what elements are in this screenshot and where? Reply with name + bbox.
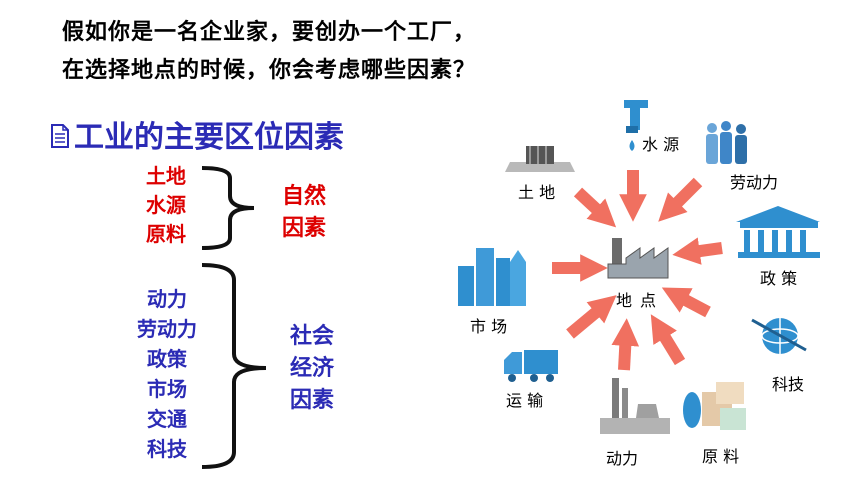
arrow-from-labor xyxy=(658,177,703,222)
question-line-2: 在选择地点的时候，你会考虑哪些因素？ xyxy=(62,58,477,83)
social-category-label: 社会 经济 因素 xyxy=(276,321,348,417)
converging-arrows xyxy=(552,170,723,371)
social-category-line: 经济 xyxy=(289,356,334,381)
natural-category-label: 自然 因素 xyxy=(272,181,336,245)
natural-brace-icon xyxy=(201,166,255,250)
tech-label: 科技 xyxy=(772,375,804,394)
water-tap-icon xyxy=(624,100,648,151)
social-brace-icon xyxy=(201,263,267,469)
government-building-icon xyxy=(736,206,820,258)
social-category-line: 因素 xyxy=(289,388,334,413)
question-line-1: 假如你是一名企业家，要创办一个工厂， xyxy=(62,20,477,45)
city-buildings-icon xyxy=(458,248,526,306)
center-label: 地点 xyxy=(616,291,656,310)
satellite-globe-icon xyxy=(751,318,807,354)
power-label: 动力 xyxy=(606,449,638,468)
document-icon xyxy=(50,121,70,156)
natural-factor-item: 原料 xyxy=(146,222,186,246)
arrow-from-power xyxy=(611,318,640,371)
power-plant-icon xyxy=(600,378,670,434)
natural-category-line: 自然 xyxy=(281,184,326,209)
social-factor-item: 动力 xyxy=(147,287,187,311)
policy-label: 政 策 xyxy=(760,269,797,288)
arrow-from-tech xyxy=(661,287,711,318)
natural-factor-item: 土地 xyxy=(146,164,186,188)
transport-label: 运 输 xyxy=(506,391,543,410)
social-factor-item: 政策 xyxy=(147,347,187,371)
market-label: 市 场 xyxy=(470,317,507,336)
natural-factor-list: 土地 水源 原料 xyxy=(138,162,194,249)
workers-icon xyxy=(706,121,747,164)
social-factor-item: 科技 xyxy=(147,437,187,461)
arrow-from-raw xyxy=(650,314,686,366)
arrow-from-land xyxy=(573,187,617,228)
factory-icon xyxy=(607,238,669,279)
land-icon xyxy=(505,146,575,172)
social-factor-list: 动力 劳动力 政策 市场 交通 科技 xyxy=(120,284,214,464)
social-factor-item: 交通 xyxy=(147,407,187,431)
social-factor-item: 劳动力 xyxy=(137,317,197,341)
heading-text: 工业的主要区位因素 xyxy=(74,120,344,155)
social-factor-item: 市场 xyxy=(147,377,187,401)
natural-factor-item: 水源 xyxy=(146,193,186,217)
natural-category-line: 因素 xyxy=(281,216,326,241)
section-heading: 工业的主要区位因素 xyxy=(50,112,344,156)
truck-icon xyxy=(504,350,558,382)
arrow-from-policy xyxy=(672,237,723,265)
location-factors-diagram: 地点 土 地 水 源 劳动力 政 策 市 场 xyxy=(458,100,820,468)
raw-materials-icon xyxy=(683,382,746,430)
land-label: 土 地 xyxy=(518,183,555,202)
raw-material-label: 原 料 xyxy=(702,447,739,466)
arrow-from-transport xyxy=(566,295,617,339)
labor-label: 劳动力 xyxy=(730,173,778,192)
social-category-line: 社会 xyxy=(289,324,334,349)
water-label: 水 源 xyxy=(642,135,679,154)
